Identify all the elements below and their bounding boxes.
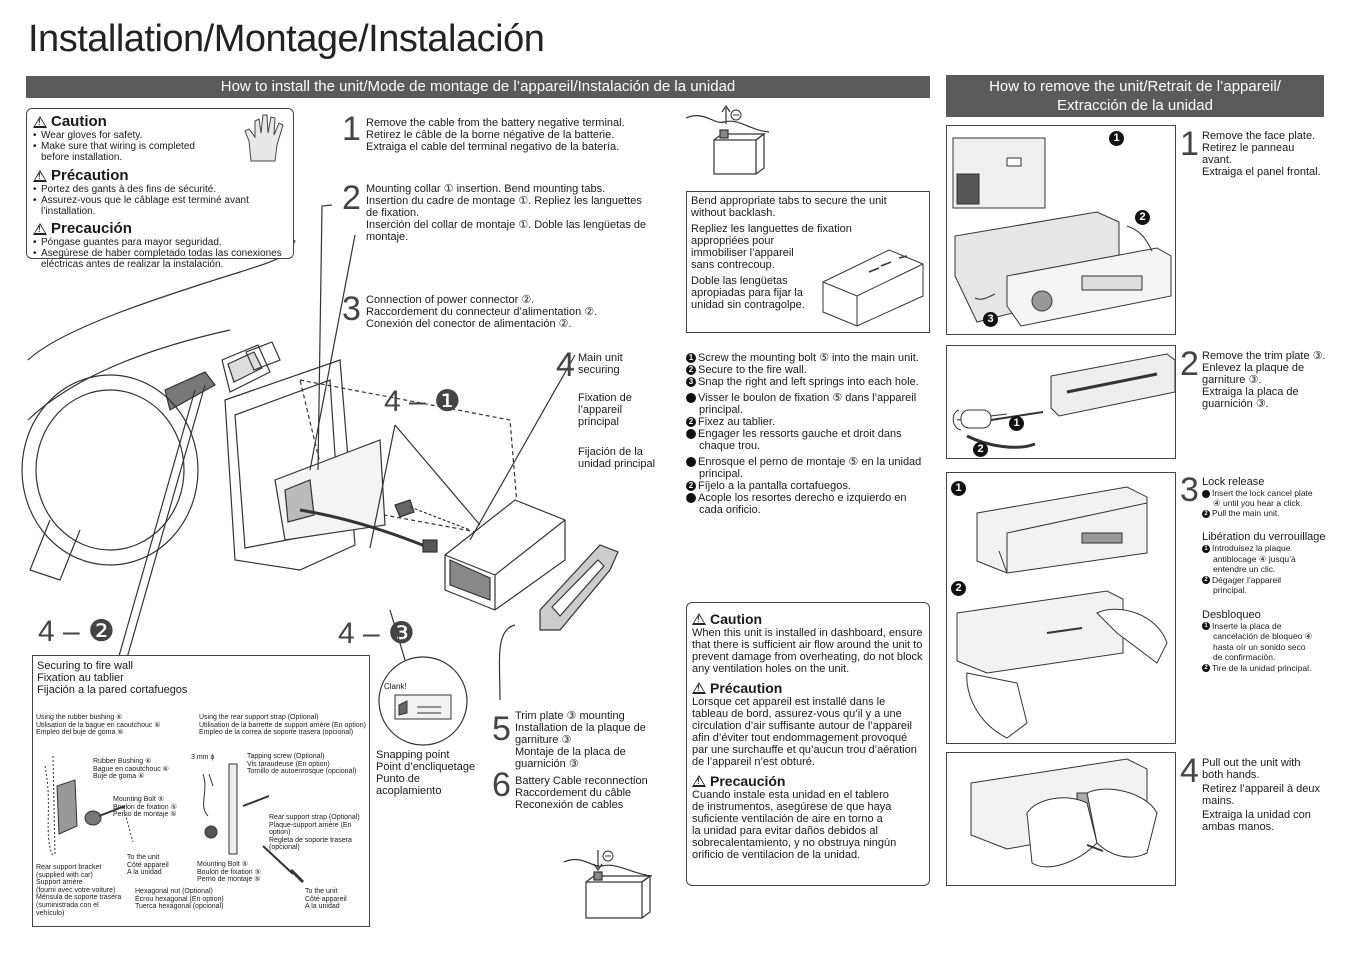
list-item: Wear gloves for safety. bbox=[33, 130, 287, 141]
pull-out-unit-figure bbox=[946, 752, 1176, 886]
step-4-1-label: 4 – ❶ bbox=[384, 385, 461, 418]
step-3-number: 3 bbox=[342, 290, 361, 328]
warning-icon bbox=[33, 115, 47, 128]
marker-3: 3 bbox=[983, 312, 998, 327]
precaution-fr-heading: Précaution bbox=[33, 167, 287, 184]
battery-reconnect-illustration bbox=[563, 850, 653, 919]
remove-bar-line2: Extracción de la unidad bbox=[1057, 97, 1213, 114]
marker-1: 1 bbox=[951, 481, 966, 496]
step-2-text: Mounting collar ① insertion. Bend mounti… bbox=[366, 183, 647, 243]
step-5-number: 5 bbox=[492, 710, 511, 748]
remove-faceplate-figure: 1 2 3 bbox=[946, 125, 1176, 335]
remove-bar-line1: How to remove the unit/Retrait de l’appa… bbox=[989, 78, 1281, 95]
remove-step-2-number: 2 bbox=[1180, 345, 1199, 383]
list-item: Make sure that wiring is completed befor… bbox=[33, 141, 226, 163]
step-6-text: Battery Cable reconnection Raccordement … bbox=[515, 775, 648, 811]
remove-section-bar: How to remove the unit/Retrait de l’appa… bbox=[946, 75, 1324, 117]
step-2-number: 2 bbox=[342, 179, 361, 217]
step-4-2-label: 4 – ❷ bbox=[38, 615, 115, 648]
snapping-point-text: Snapping point Point d’encliquetage Punt… bbox=[376, 749, 476, 797]
precaution-fr-list: Portez des gants à des fins de sécurité.… bbox=[33, 184, 287, 217]
caution-box: Caution Wear gloves for safety. Make sur… bbox=[26, 108, 294, 270]
step-4-3-label: 4 – ❸ bbox=[338, 617, 415, 650]
remove-step-4-number: 4 bbox=[1180, 752, 1199, 790]
list-item: Portez des gants à des fins de sécurité. bbox=[33, 184, 287, 195]
bend-tabs-box: Bend appropriate tabs to secure the unit… bbox=[686, 191, 930, 333]
step-3-text: Connection of power connector ②. Raccord… bbox=[366, 294, 598, 330]
precaucion-es-heading: Precaución bbox=[33, 220, 287, 237]
lock-release-figure: 1 2 bbox=[946, 472, 1176, 744]
step-4-text: Main unit securing Fixation de l’apparei… bbox=[578, 352, 656, 470]
firewall-box: Securing to fire wall Fixation au tablie… bbox=[32, 655, 370, 927]
remove-step-3-number: 3 bbox=[1180, 471, 1199, 509]
marker-1: 1 bbox=[1109, 131, 1124, 146]
mounting-collar-illustration bbox=[822, 249, 924, 327]
marker-2: 2 bbox=[973, 442, 988, 457]
list-item: Póngase guantes para mayor seguridad. bbox=[33, 237, 287, 248]
precaucion-es-list: Póngase guantes para mayor seguridad. As… bbox=[33, 237, 287, 270]
remove-step-4-text: Pull out the unit with both hands. Retir… bbox=[1202, 757, 1321, 833]
page-title: Installation/Montage/Instalación bbox=[28, 18, 545, 60]
remove-trimplate-figure: 1 2 bbox=[946, 345, 1176, 459]
step-5-text: Trim plate ③ mounting Installation de la… bbox=[515, 710, 646, 770]
warning-icon bbox=[692, 613, 706, 625]
ventilation-caution-box: Caution When this unit is installed in d… bbox=[686, 602, 930, 886]
step-1-number: 1 bbox=[342, 110, 361, 148]
battery-disconnect-illustration bbox=[685, 104, 770, 175]
step-1-text: Remove the cable from the battery negati… bbox=[366, 117, 625, 153]
install-section-bar: How to install the unit/Mode de montage … bbox=[26, 76, 930, 98]
remove-step-1-text: Remove the face plate. Retirez le pannea… bbox=[1202, 130, 1321, 178]
glove-icon bbox=[244, 114, 284, 162]
snapping-point-illustration bbox=[378, 656, 468, 746]
marker-2: 2 bbox=[1135, 210, 1150, 225]
list-item: Asegúrese de haber completado todas las … bbox=[33, 248, 287, 270]
step-6-number: 6 bbox=[492, 766, 511, 804]
caution-heading: Caution bbox=[33, 113, 287, 130]
caution-list: Wear gloves for safety. Make sure that w… bbox=[33, 130, 287, 163]
clank-label: Clank! bbox=[384, 682, 407, 691]
warning-icon bbox=[33, 169, 47, 182]
list-item: Assurez-vous que le câblage est terminé … bbox=[33, 195, 287, 217]
warning-icon bbox=[692, 775, 706, 787]
remove-step-2-text: Remove the trim plate ③. Enlevez la plaq… bbox=[1202, 350, 1326, 410]
warning-icon bbox=[33, 222, 47, 235]
remove-step-1-number: 1 bbox=[1180, 125, 1199, 163]
marker-1: 1 bbox=[1009, 416, 1024, 431]
step-4-number: 4 bbox=[556, 346, 575, 384]
warning-icon bbox=[692, 682, 706, 694]
marker-2: 2 bbox=[951, 581, 966, 596]
firewall-parts-illustration bbox=[44, 755, 305, 884]
